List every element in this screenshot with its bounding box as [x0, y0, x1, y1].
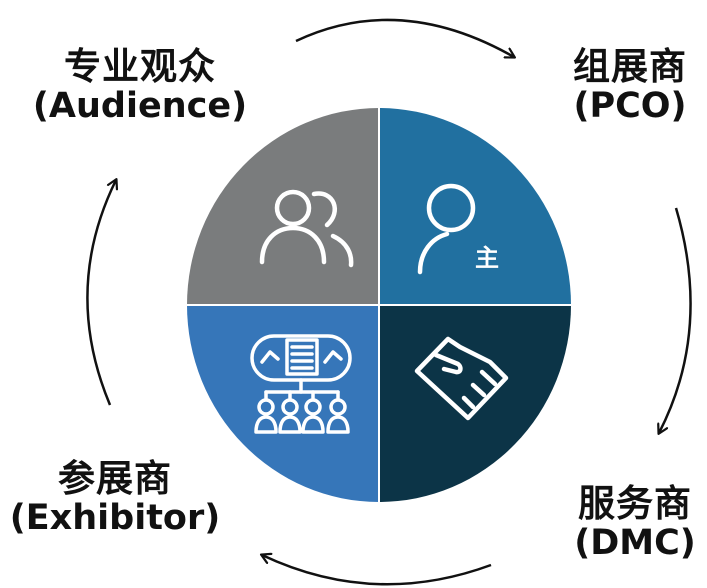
label-exhibitor: 参展商 (Exhibitor)	[0, 458, 230, 539]
label-audience: 专业观众 (Audience)	[20, 46, 260, 127]
label-audience-cn: 专业观众	[64, 45, 216, 88]
exhibition-booth-icon	[250, 334, 352, 434]
label-dmc: 服务商 (DMC)	[560, 483, 707, 564]
host-person-icon: 主	[417, 183, 499, 275]
label-dmc-en: (DMC)	[574, 523, 696, 564]
label-exhibitor-cn: 参展商	[58, 457, 172, 500]
label-pco-cn: 组展商	[573, 45, 687, 88]
arrow-left	[86, 180, 116, 406]
host-label-glyph: 主	[475, 244, 499, 272]
arrow-right	[659, 207, 692, 433]
label-pco: 组展商 (PCO)	[560, 46, 700, 127]
label-exhibitor-en: (Exhibitor)	[9, 498, 221, 539]
people-group-icon	[259, 189, 354, 268]
label-pco-en: (PCO)	[573, 86, 687, 127]
label-audience-en: (Audience)	[32, 86, 248, 127]
handshake-icon	[414, 336, 509, 421]
label-dmc-cn: 服务商	[578, 482, 692, 525]
arrow-top	[295, 18, 514, 57]
quadrant-audience	[187, 108, 379, 305]
quadrant-dmc	[379, 305, 571, 502]
arrow-bottom	[262, 555, 492, 586]
